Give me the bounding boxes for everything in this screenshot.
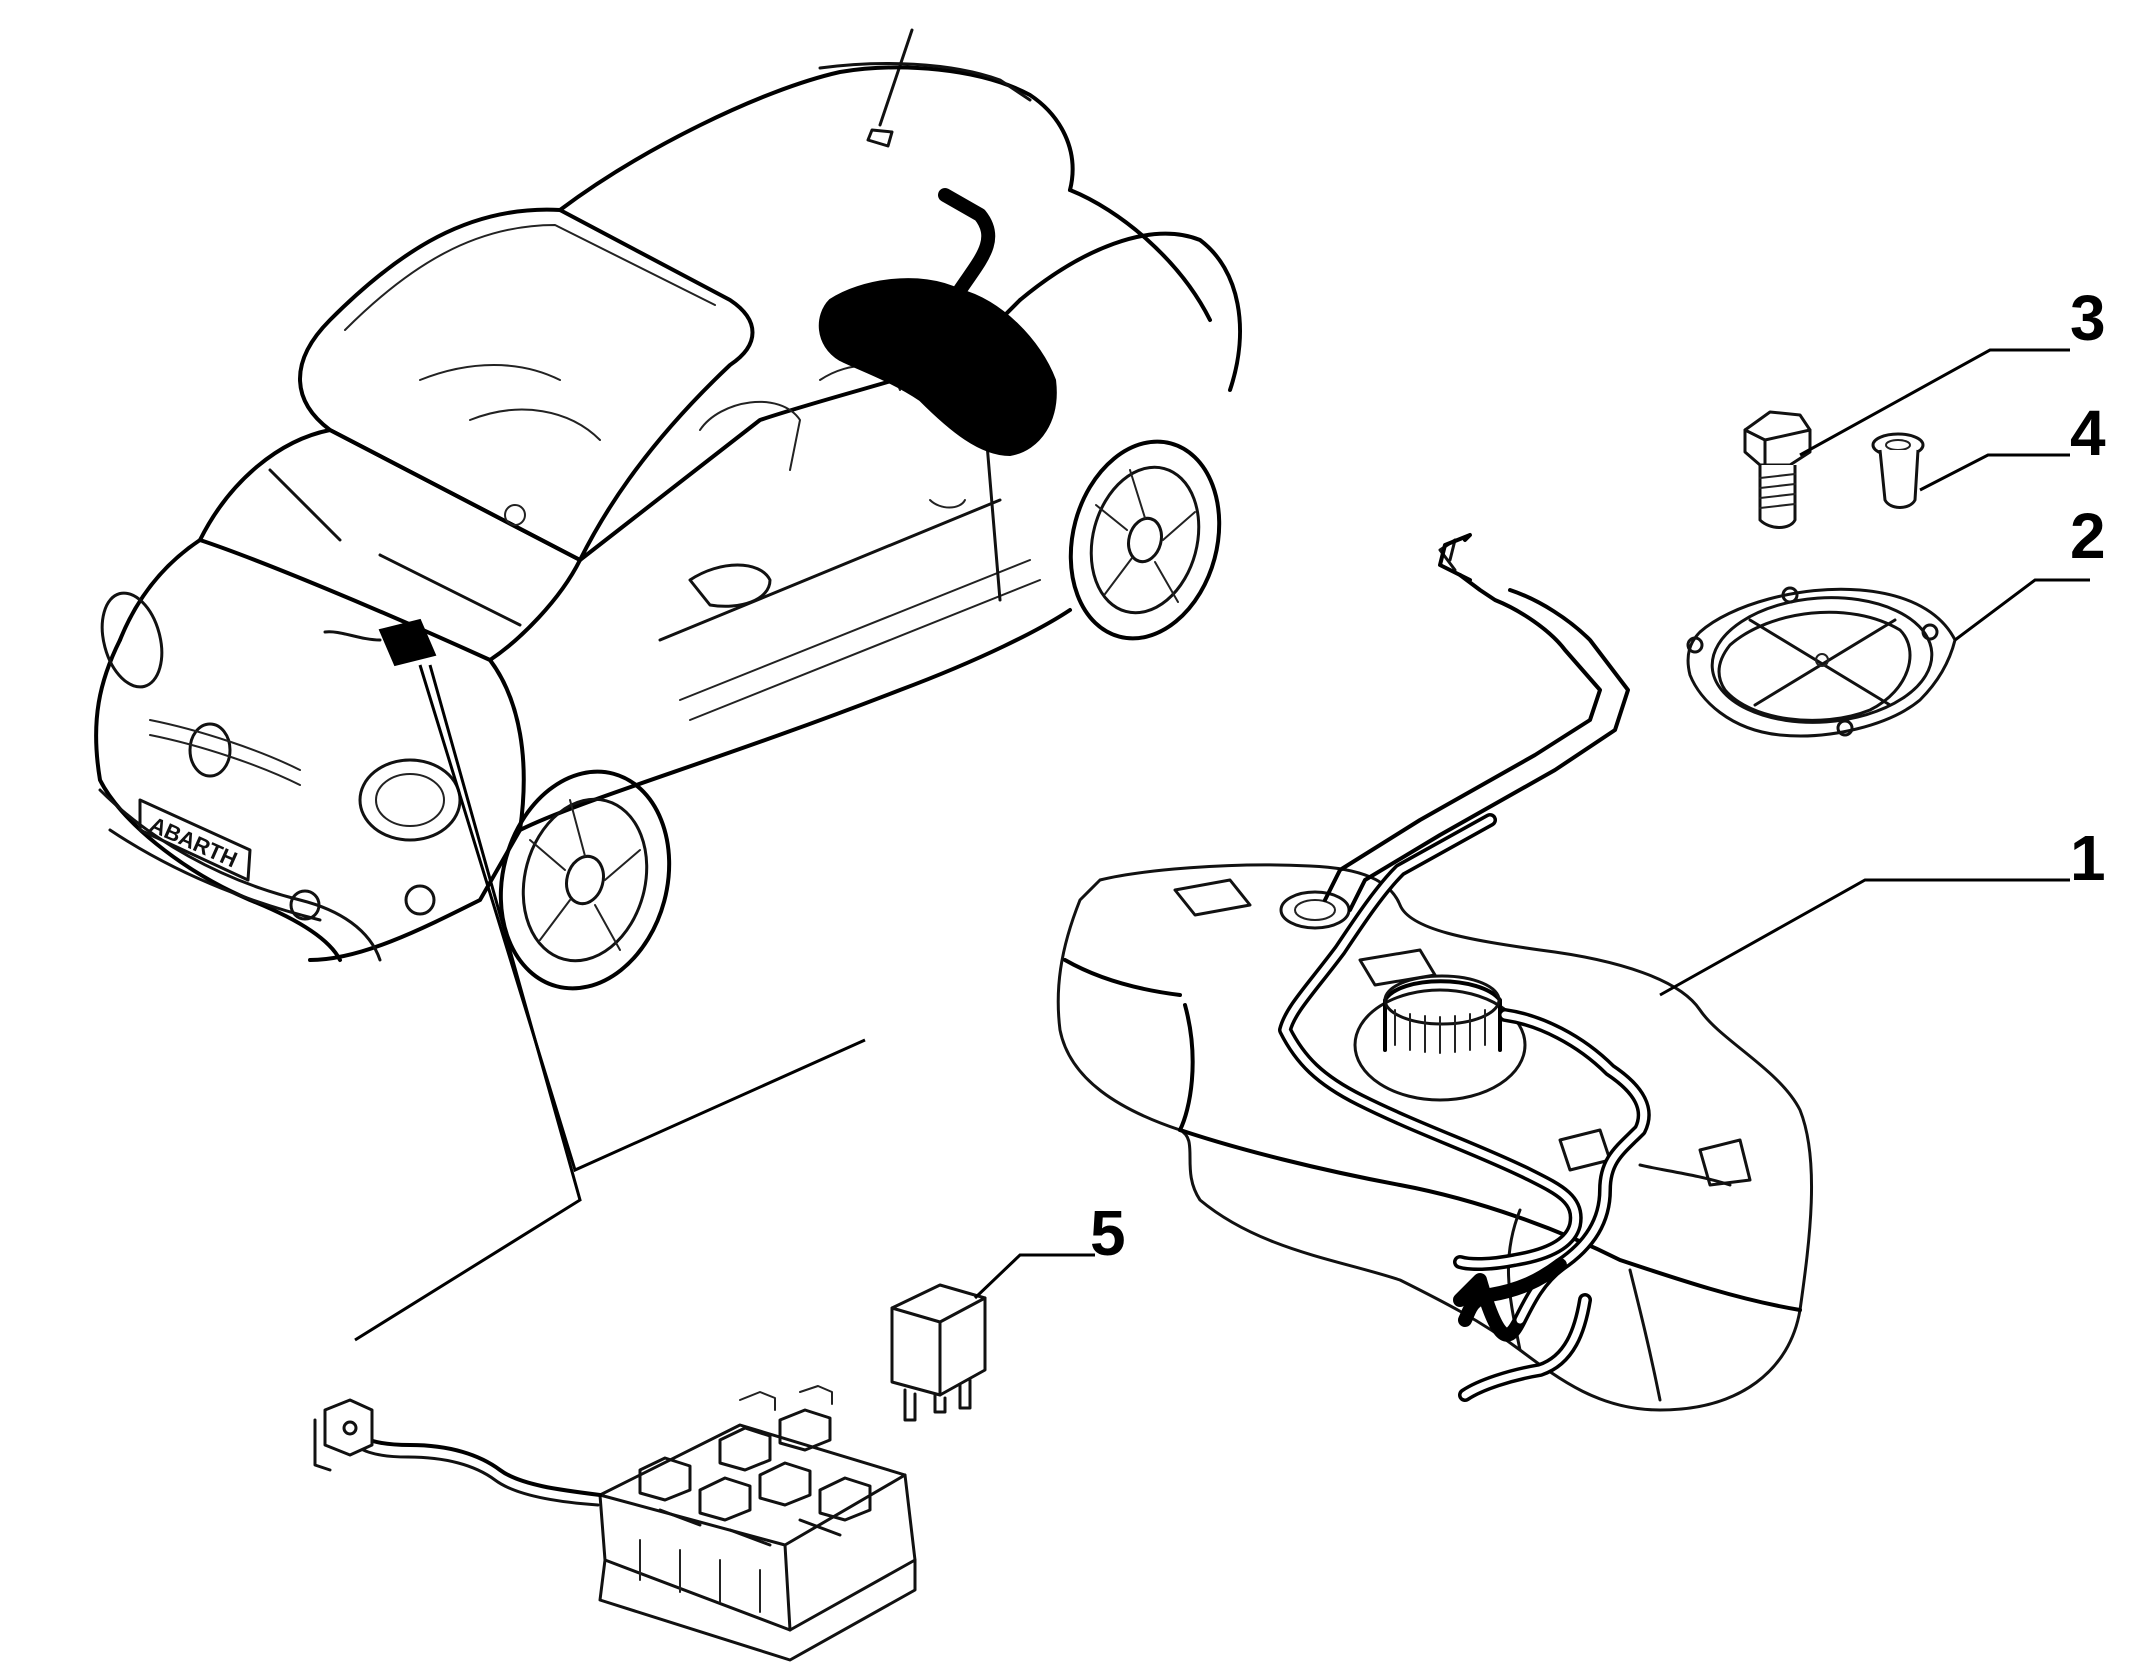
rivet-nut-icon: [1871, 432, 2070, 509]
abarth-badge: ABARTH: [138, 798, 252, 882]
car-overview-icon: ABARTH: [94, 28, 1242, 1342]
relay-icon: [890, 1253, 1095, 1422]
callout-4: 4: [2070, 397, 2106, 469]
bolt-icon: [1743, 348, 2070, 529]
fuse-box-icon: [313, 1385, 917, 1662]
front-wheel: [498, 769, 672, 991]
callout-2: 2: [2070, 500, 2106, 572]
gasket-icon: [1686, 578, 2090, 738]
callout-1: 1: [2070, 822, 2106, 894]
rear-wheel: [1068, 439, 1222, 641]
fuel-tank-icon: [1056, 533, 2070, 1412]
callout-3: 3: [2070, 282, 2106, 354]
abarth-badge-text: ABARTH: [146, 812, 241, 873]
callout-5: 5: [1090, 1197, 1126, 1269]
